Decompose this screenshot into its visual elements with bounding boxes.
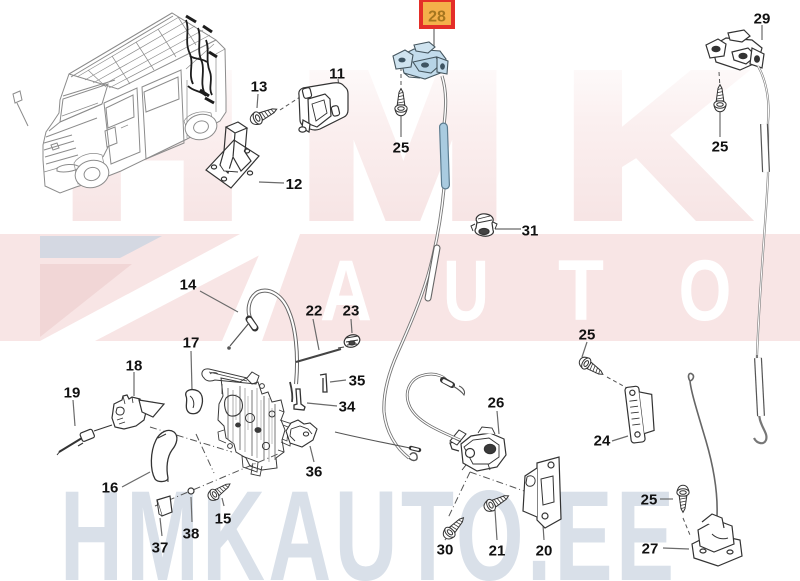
svg-text:18: 18 <box>126 358 143 375</box>
svg-text:25: 25 <box>579 327 596 344</box>
svg-text:37: 37 <box>152 540 169 557</box>
svg-text:31: 31 <box>522 223 539 240</box>
svg-text:27: 27 <box>642 541 659 558</box>
svg-text:17: 17 <box>183 335 200 352</box>
svg-text:23: 23 <box>343 303 360 320</box>
svg-text:13: 13 <box>251 79 268 96</box>
svg-text:26: 26 <box>488 395 505 412</box>
svg-text:16: 16 <box>102 480 119 497</box>
svg-text:A: A <box>320 243 372 339</box>
svg-text:U: U <box>443 243 489 339</box>
svg-text:29: 29 <box>754 11 771 28</box>
svg-text:25: 25 <box>712 139 729 156</box>
svg-text:24: 24 <box>594 433 611 450</box>
svg-text:25: 25 <box>393 140 410 157</box>
svg-text:12: 12 <box>286 176 303 193</box>
svg-text:28: 28 <box>428 9 446 26</box>
svg-text:36: 36 <box>306 464 323 481</box>
svg-text:11: 11 <box>329 66 345 83</box>
svg-text:20: 20 <box>536 543 553 560</box>
svg-text:T: T <box>558 243 604 339</box>
svg-text:22: 22 <box>306 303 323 320</box>
svg-text:25: 25 <box>641 492 658 509</box>
svg-text:38: 38 <box>183 526 200 543</box>
svg-text:35: 35 <box>349 373 366 390</box>
svg-text:O: O <box>679 243 732 339</box>
svg-text:19: 19 <box>64 385 81 402</box>
svg-text:21: 21 <box>489 543 506 560</box>
svg-text:15: 15 <box>215 511 232 528</box>
svg-text:30: 30 <box>437 542 454 559</box>
svg-text:34: 34 <box>339 399 356 416</box>
svg-text:HMKAUTO.EE: HMKAUTO.EE <box>60 465 677 581</box>
svg-text:14: 14 <box>180 277 197 294</box>
